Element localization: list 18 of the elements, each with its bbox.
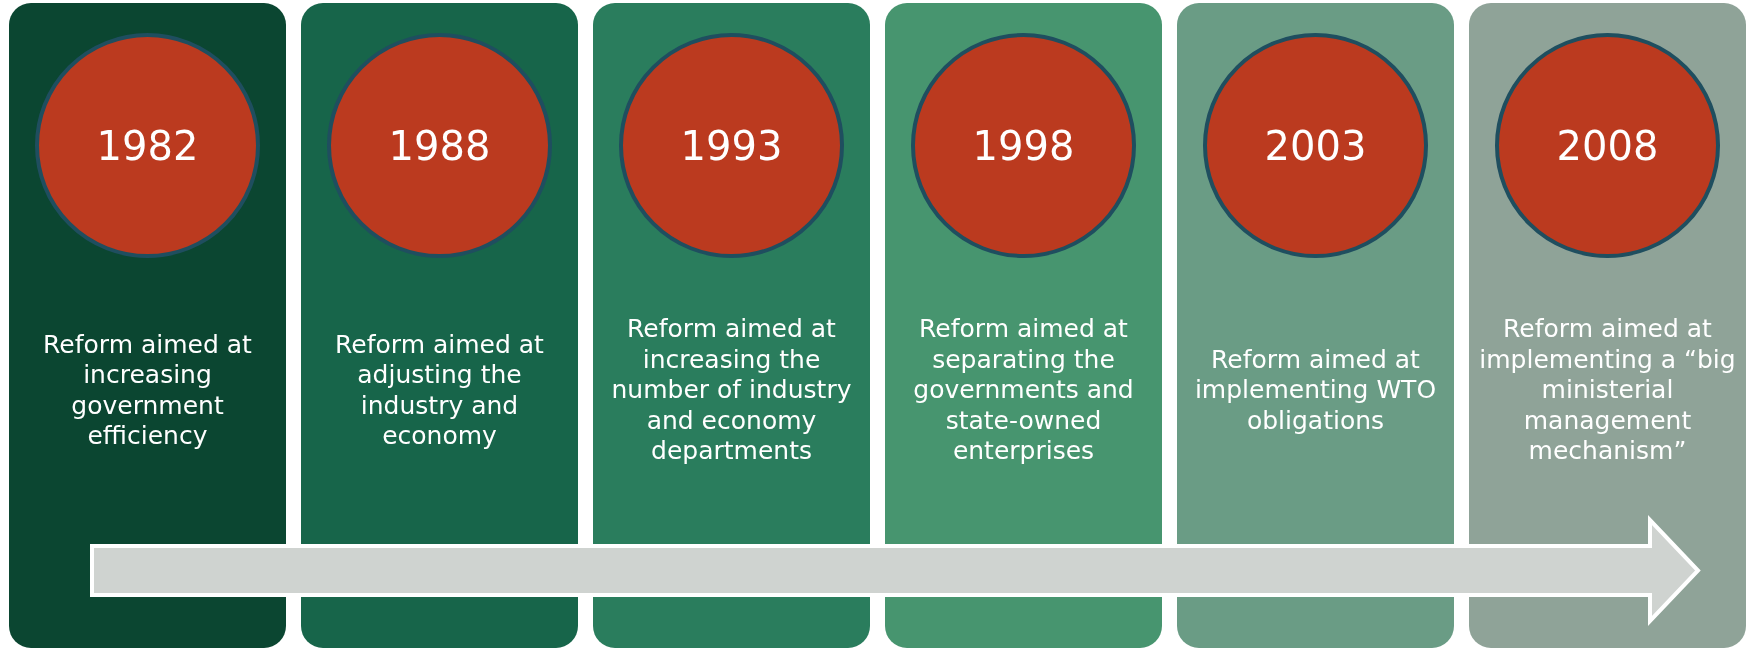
- year-label: 1988: [388, 122, 491, 169]
- year-label: 1993: [680, 122, 783, 169]
- year-label: 2008: [1556, 122, 1659, 169]
- year-label: 1982: [96, 122, 199, 169]
- reform-description: Reform aimed at separating the governments and state-owned enterprises: [912, 314, 1135, 467]
- timeline-panel: [1469, 3, 1746, 648]
- year-label: 1998: [972, 122, 1075, 169]
- reform-description: Reform aimed at implementing WTO obligations: [1193, 344, 1438, 437]
- reform-description: Reform aimed at adjusting the industry and economy: [334, 329, 545, 452]
- reform-description: Reform aimed at increasing government efficiency: [42, 329, 253, 452]
- timeline-panel: [301, 3, 578, 648]
- reform-description: Reform aimed at implementing a “big ministerial management mechanism”: [1478, 314, 1737, 467]
- timeline-panel: [593, 3, 870, 648]
- timeline-panel: [1177, 3, 1454, 648]
- timeline-panel: [9, 3, 286, 648]
- timeline-panel: [885, 3, 1162, 648]
- year-label: 2003: [1264, 122, 1367, 169]
- reform-description: Reform aimed at increasing the number of industry and economy departments: [610, 314, 853, 467]
